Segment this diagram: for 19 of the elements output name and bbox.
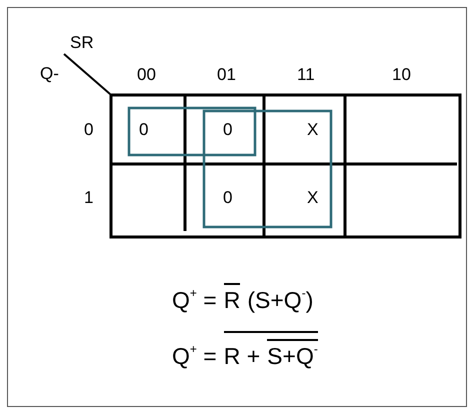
axis-label: Q- <box>40 65 59 82</box>
cell-value: X <box>307 121 318 138</box>
axis-label: SR <box>70 34 94 51</box>
cell-value: X <box>307 189 318 206</box>
equation-term: R <box>224 283 240 314</box>
equation-term: Q$^{+}$ = <box>172 341 217 370</box>
column-header: 00 <box>137 66 156 83</box>
cell-value: 0 <box>223 121 232 138</box>
row-header: 0 <box>84 121 94 138</box>
column-header: 11 <box>297 66 315 83</box>
equation-term: S+Q$^{-}$ <box>267 339 318 370</box>
column-header: 01 <box>217 66 236 83</box>
equation-term: Q$^{+}$ = <box>172 285 217 314</box>
row-header: 1 <box>84 189 94 206</box>
cell-value: 0 <box>139 121 148 138</box>
cell-value: 0 <box>223 189 232 206</box>
column-header: 10 <box>392 66 411 83</box>
equation-term: R + <box>224 342 260 370</box>
equation-term: (S+Q$^{-}$) <box>247 285 314 314</box>
